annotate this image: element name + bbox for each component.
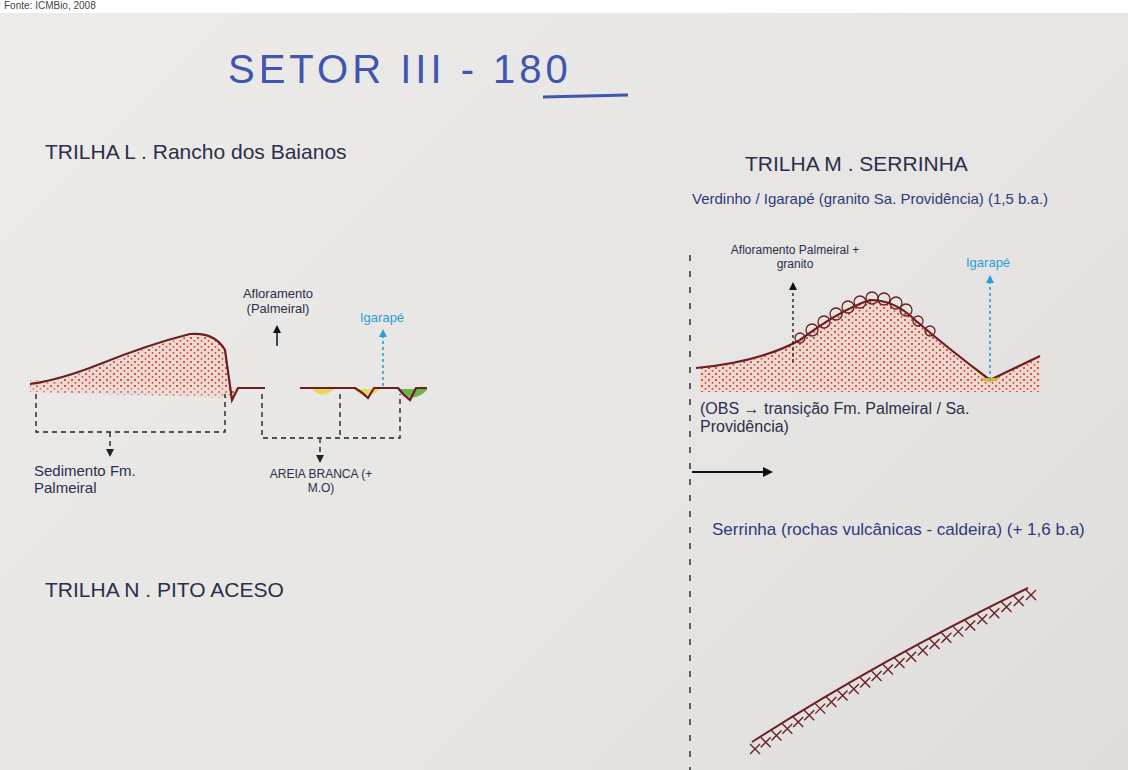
hatch-mark [761,737,771,747]
hatch-mark [918,645,928,655]
underline [543,95,628,97]
leader-arrow [989,280,991,380]
terrain-profile [696,300,1040,380]
arrow-head [273,325,281,333]
sheet-title: SETOR III - 180 [228,46,572,92]
hatch-mark [838,690,848,700]
trail-heading: TRILHA N . PITO ACESO [45,578,284,602]
leader-arrow [382,334,384,386]
hatch-mark [1001,602,1011,612]
hatch-mark [1014,596,1024,606]
hatch-mark [906,652,916,662]
callout-label: Igarapé [966,256,1010,271]
hatch-mark [860,677,870,687]
hatch-mark [977,614,987,624]
granite-fill [700,300,1040,392]
unit-label: AREIA BRANCA (+ M.O) [265,468,377,496]
bracket [36,394,225,452]
hatch-mark [1026,590,1036,600]
hatch-mark [895,658,905,668]
site-note: Serrinha (rochas vulcânicas - caldeira) … [712,520,1092,540]
source-note: Fonte: ICMBio, 2008 [4,0,96,12]
site-note: Verdinho / Igarapé (granito Sa. Providên… [692,190,1112,207]
hatch-mark [750,744,760,754]
arrow-head [763,467,773,477]
sediment-fill [30,380,232,398]
hatch-mark [930,639,940,649]
hatch-mark [872,671,882,681]
paper-edge [0,0,1128,13]
sediment-fill [30,336,236,398]
hatch-mark [965,620,975,630]
hatch-mark [793,717,803,727]
direction-arrow [692,471,765,473]
hatch-mark [782,724,792,734]
callout-label: Afloramento (Palmeiral) [232,287,324,317]
arrow-head [106,449,114,457]
bracket [262,394,400,458]
terrain-profile [30,334,427,400]
volcanic-layer [752,588,1028,742]
trail-heading: TRILHA M . SERRINHA [745,152,968,176]
observation-note: (OBS → transição Fm. Palmeiral / Sa. Pro… [700,400,1060,437]
boulders [795,292,935,343]
hatch-mark [941,633,951,643]
hatch-mark [849,684,859,694]
unit-label: Sedimento Fm. Palmeiral [34,462,154,497]
divider [689,255,691,770]
arrow-head [379,329,387,337]
hatch-mark [815,704,825,714]
hatch-mark [953,627,963,637]
hatch-mark [771,730,781,740]
arrow-head [986,275,994,283]
hatch-mark [883,665,893,675]
hatch-mark [989,608,999,618]
hatch-mark [804,710,814,720]
hatch-mark [826,697,836,707]
white-sand [312,389,334,395]
arrow-head [316,455,324,463]
trail-heading: TRILHA L . Rancho dos Baianos [45,140,347,164]
callout-label: Igarapé [360,311,404,326]
leader-arrow [792,290,793,362]
volcanic-hatch [750,590,1036,754]
arrow-head [789,282,797,290]
callout-label: Afloramento Palmeiral + granito [728,244,862,272]
